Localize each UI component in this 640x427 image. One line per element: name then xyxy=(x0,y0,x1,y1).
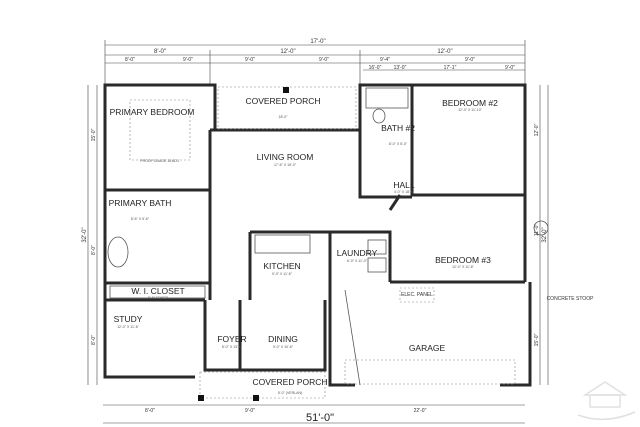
room-labels: PRIMARY BEDROOM PROOF GUAGE 18 ADJ. COVE… xyxy=(109,96,595,395)
washer xyxy=(367,239,387,255)
room-bedroom-3: BEDROOM #3 xyxy=(435,255,491,265)
room-size: PROOF GUAGE 18 ADJ. xyxy=(140,159,179,163)
dim-bottom-part: 22'-0" xyxy=(414,408,427,414)
dim-left-part: 8'-0" xyxy=(91,335,97,345)
dim-row2: 9'-0" xyxy=(319,57,329,63)
dim-left-part: 8'-0" xyxy=(91,245,97,255)
dim-row3: 17'-1" xyxy=(444,65,457,71)
dim-top-mid: 12'-0" xyxy=(280,49,295,55)
room-size: 8'-0" X 13'-6" xyxy=(222,345,243,349)
dim-bottom-part: 8'-0" xyxy=(145,408,155,414)
kitchen-counter xyxy=(254,234,311,254)
room-size: 5'-0" (VERLAN) xyxy=(278,391,302,395)
room-living-room: LIVING ROOM xyxy=(257,152,314,162)
room-study: STUDY xyxy=(114,314,143,324)
dim-bottom-part: 9'-0" xyxy=(245,408,255,414)
room-hall: HALL xyxy=(393,180,415,190)
room-primary-bedroom: PRIMARY BEDROOM xyxy=(110,107,195,117)
bathtub xyxy=(107,236,129,268)
dim-top-right: 12'-0" xyxy=(437,49,452,55)
room-size: 12'-0" X 11'-6" xyxy=(117,325,140,329)
room-garage: GARAGE xyxy=(409,343,446,353)
garage-door-outline xyxy=(344,359,516,385)
room-size: 17'-6" X 15'-0" xyxy=(274,163,297,167)
room-dining: DINING xyxy=(268,334,298,344)
toilet xyxy=(372,108,386,124)
dim-row2: 9'-4" xyxy=(380,57,390,63)
dim-top-left: 8'-0" xyxy=(154,49,166,55)
room-kitchen: KITCHEN xyxy=(263,261,300,271)
dim-right-part: 11'-0" xyxy=(534,224,540,237)
dim-row3: 13'-0" xyxy=(394,65,407,71)
dim-left-overall: 32'-0" xyxy=(82,227,88,242)
porch-column xyxy=(198,395,204,401)
dim-row3: 16'-0" xyxy=(369,65,382,71)
rear-porch-outline xyxy=(217,86,357,130)
dim-top-overall: 17'-0" xyxy=(310,39,325,45)
room-laundry: LAUNDRY xyxy=(337,248,378,258)
room-size: 5'-6" FOYER xyxy=(148,296,168,300)
ac-unit xyxy=(533,220,549,236)
room-size: 9'-0" X 10'-6" xyxy=(273,345,294,349)
room-wi-closet: W. I. CLOSET xyxy=(131,286,184,296)
dim-right-overall: 32'-0" xyxy=(542,227,548,242)
elec-panel-label: ELEC. PANEL xyxy=(401,292,433,298)
porch-column xyxy=(253,395,259,401)
dim-left-part: 15'-0" xyxy=(91,128,97,141)
dim-row2: 9'-0" xyxy=(465,57,475,63)
dim-right-part: 15'-0" xyxy=(534,333,540,346)
room-size: 8'-6" X 5'-6" xyxy=(131,217,150,221)
garage-swing-line xyxy=(344,289,361,386)
dryer xyxy=(367,257,387,273)
dim-row2: 9'-0" xyxy=(183,57,193,63)
dim-bottom-overall: 51'-0" xyxy=(306,412,334,424)
room-covered-porch-rear: COVERED PORCH xyxy=(245,96,320,106)
closet-shelf xyxy=(109,285,206,299)
elec-panel-box xyxy=(399,287,435,303)
room-foyer: FOYER xyxy=(217,334,246,344)
room-size: 8'-0" X 5'-0" xyxy=(389,142,408,146)
side-dimensions: 32'-0" 15'-0" 8'-0" 8'-0" 32'-0" 12'-0" … xyxy=(82,85,549,385)
room-size: 9'-0" X 11'-6" xyxy=(272,272,293,276)
room-bedroom-2: BEDROOM #2 xyxy=(442,98,498,108)
room-size: 4'-0" X 18'-6" xyxy=(394,190,415,194)
bed-outline xyxy=(129,99,191,161)
room-size: 12'-0" X 11'-6" xyxy=(452,265,475,269)
dim-row3: 9'-0" xyxy=(505,65,515,71)
dim-right-part: 12'-0" xyxy=(534,123,540,136)
room-covered-porch-front: COVERED PORCH xyxy=(252,377,327,387)
room-size: 18'-0" xyxy=(279,115,289,119)
bottom-dimensions: 8'-0" 9'-0" 22'-0" 51'-0" xyxy=(103,404,525,424)
dim-row2: 8'-0" xyxy=(125,57,135,63)
top-dimensions: 17'-0" 8'-0" 12'-0" 12'-0" 8'-0" 9'-0" 9… xyxy=(104,39,526,85)
concrete-stoop-label: CONCRETE STOOP xyxy=(547,296,595,302)
walls xyxy=(103,83,532,387)
room-size: 12'-0" X 11'-10" xyxy=(458,108,483,112)
room-bath-2: BATH #2 xyxy=(381,123,415,133)
room-primary-bath: PRIMARY BATH xyxy=(109,198,172,208)
shower xyxy=(365,87,409,109)
dim-row2: 9'-0" xyxy=(245,57,255,63)
front-porch-outline xyxy=(199,371,326,399)
watermark-logo xyxy=(577,381,636,421)
room-size: 6'-0" X 11'-0" xyxy=(347,259,368,263)
porch-column xyxy=(283,87,289,93)
